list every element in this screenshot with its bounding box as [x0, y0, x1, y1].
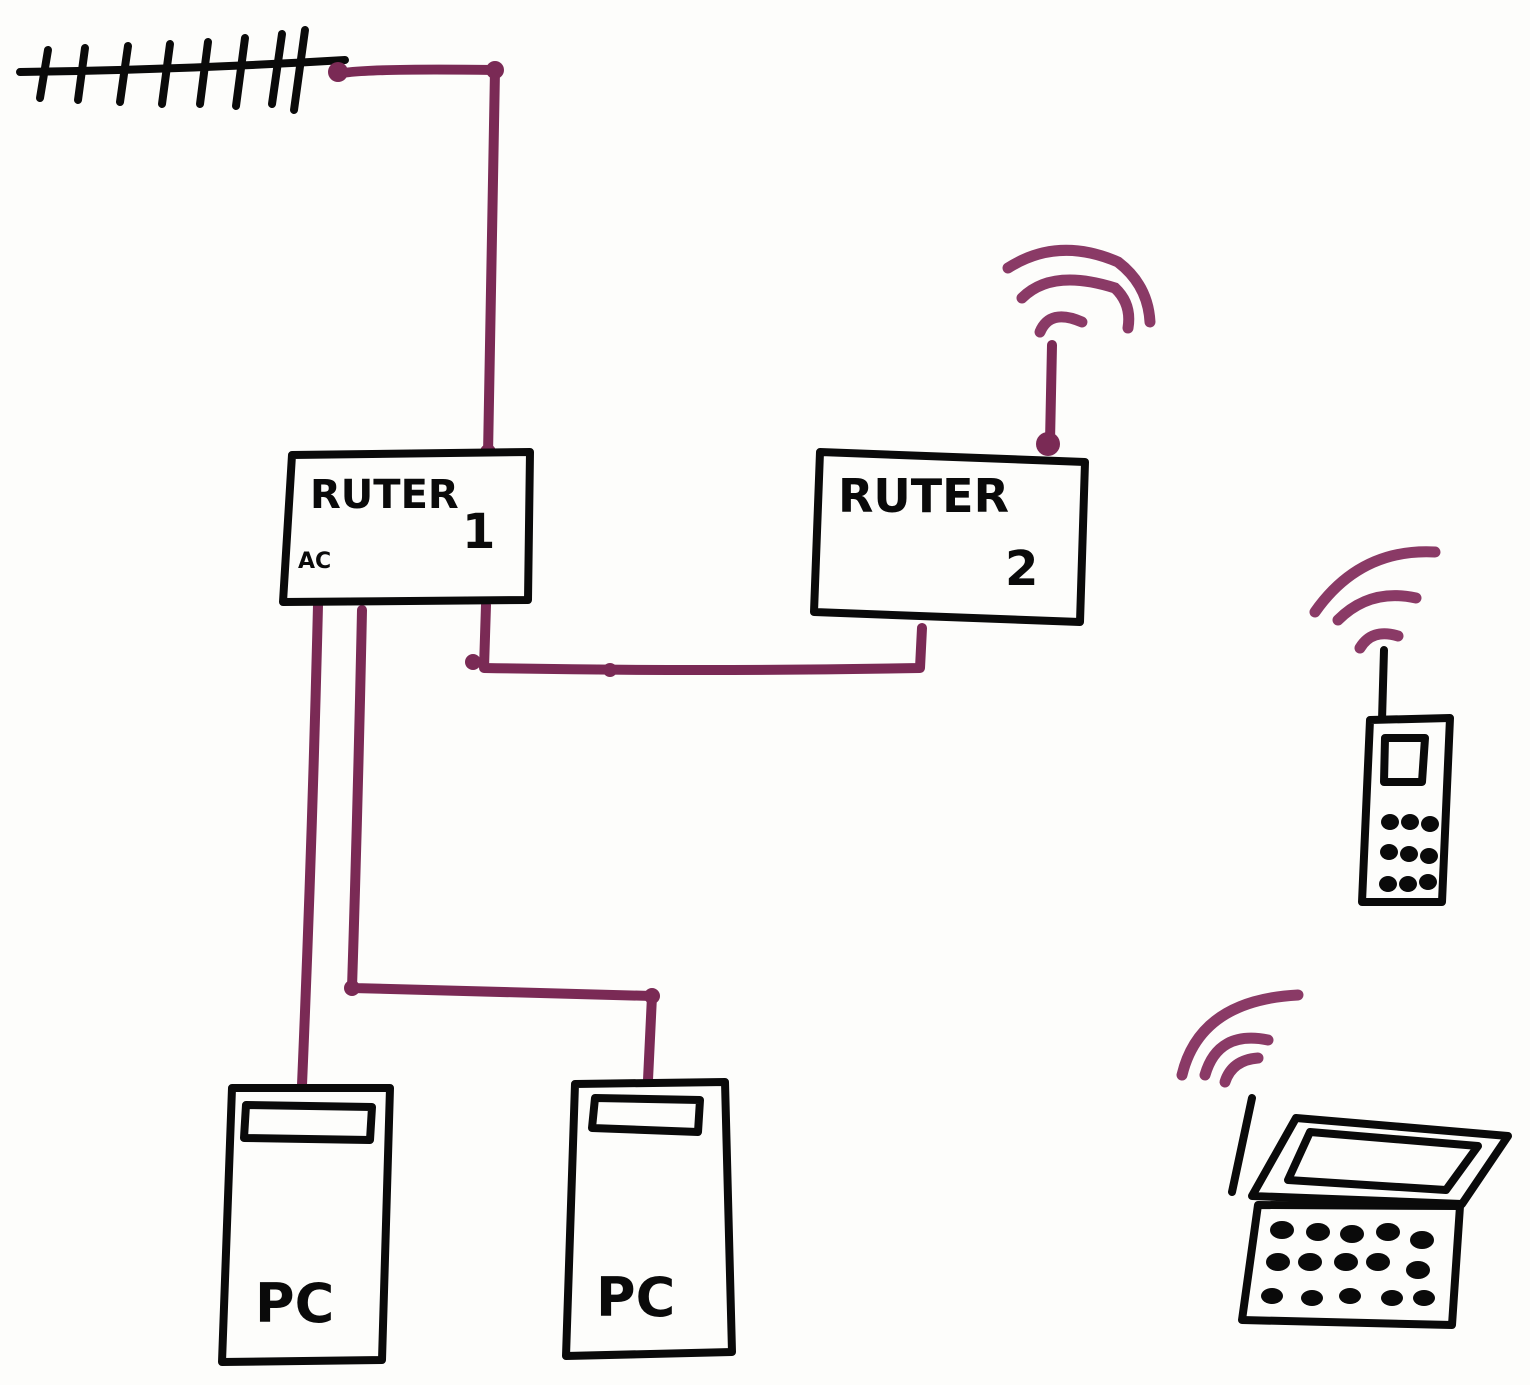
wire-antenna-router1: [330, 61, 504, 460]
wire-router1-router2: [465, 600, 927, 677]
wire-router1-pc2: [344, 605, 660, 1085]
router-1: RUTER 1 AC: [279, 448, 534, 606]
pc-1: PC: [218, 1084, 394, 1366]
pc-2: PC: [562, 1078, 736, 1360]
router-2-number: 2: [1005, 541, 1038, 597]
router-1-note: AC: [298, 549, 331, 574]
laptop-icon: [1176, 989, 1512, 1329]
router-1-label: RUTER: [310, 472, 459, 518]
router-2-label: RUTER: [838, 469, 1009, 523]
wire-router1-pc1: [297, 600, 323, 1090]
pc-1-label: PC: [255, 1272, 334, 1335]
pc-2-label: PC: [596, 1266, 675, 1329]
router-1-number: 1: [462, 504, 495, 560]
yagi-antenna-icon: [16, 26, 349, 114]
router-2: RUTER 2: [810, 448, 1089, 626]
mobile-phone-icon: [1309, 546, 1454, 906]
wifi-signal-icon: [1002, 244, 1156, 456]
